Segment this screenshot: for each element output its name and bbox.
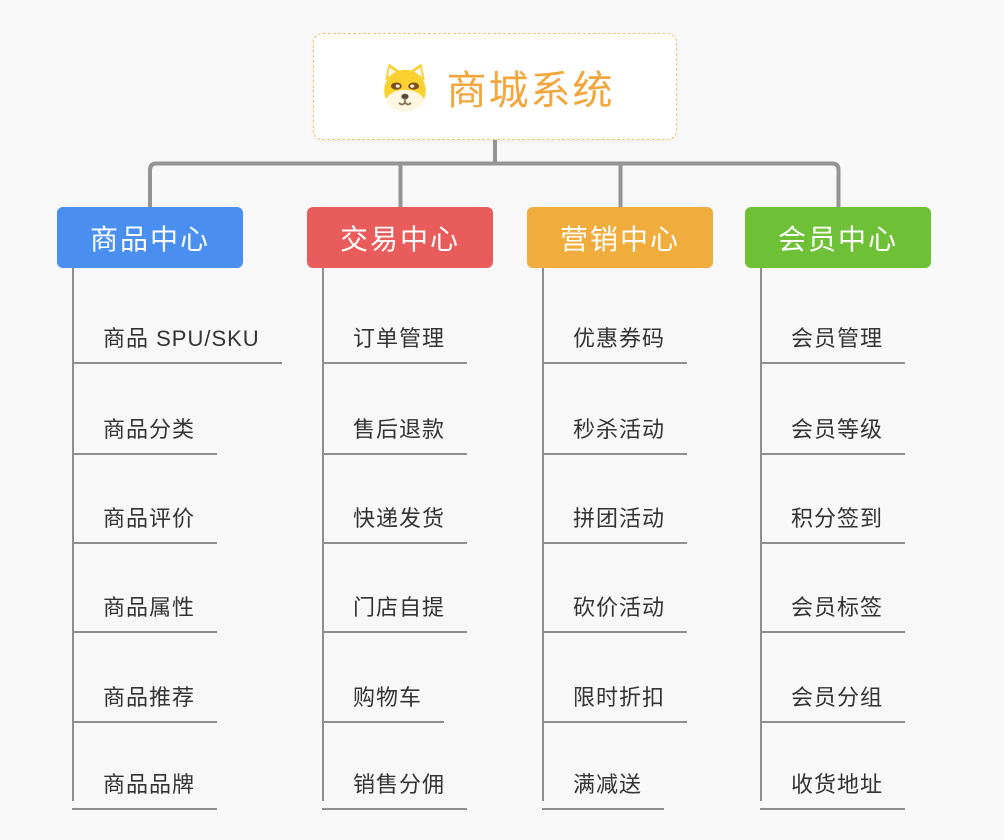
leaf-node[interactable]: 会员标签 bbox=[760, 578, 906, 633]
branch-box-product-center[interactable]: 商品中心 bbox=[57, 207, 243, 268]
branch-trunk-line bbox=[542, 268, 544, 801]
branch-marketing-center: 营销中心 优惠券码 秒杀活动 拼团活动 砍价活动 限时折扣 满减送 bbox=[527, 207, 777, 810]
leaf-node[interactable]: 订单管理 bbox=[322, 309, 468, 364]
root-node[interactable]: 商城系统 bbox=[313, 33, 677, 140]
leaf-node[interactable]: 商品属性 bbox=[72, 578, 218, 633]
branch-trunk-line bbox=[760, 268, 762, 801]
leaf-node[interactable]: 会员管理 bbox=[760, 309, 906, 364]
leaf-node[interactable]: 优惠券码 bbox=[542, 309, 688, 364]
leaf-node[interactable]: 售后退款 bbox=[322, 400, 468, 455]
leaf-node[interactable]: 门店自提 bbox=[322, 578, 468, 633]
leaf-node[interactable]: 限时折扣 bbox=[542, 668, 688, 723]
leaf-node[interactable]: 销售分佣 bbox=[322, 755, 468, 810]
branch-box-member-center[interactable]: 会员中心 bbox=[745, 207, 931, 268]
leaf-node[interactable]: 商品评价 bbox=[72, 489, 218, 544]
leaf-node[interactable]: 会员分组 bbox=[760, 668, 906, 723]
leaf-node[interactable]: 商品品牌 bbox=[72, 755, 218, 810]
leaf-node[interactable]: 商品 SPU/SKU bbox=[72, 309, 282, 364]
branch-box-trade-center[interactable]: 交易中心 bbox=[307, 207, 493, 268]
root-title: 商城系统 bbox=[446, 68, 615, 113]
leaf-node[interactable]: 会员等级 bbox=[760, 400, 906, 455]
leaf-node[interactable]: 满减送 bbox=[542, 755, 665, 810]
branch-trade-center: 交易中心 订单管理 售后退款 快递发货 门店自提 购物车 销售分佣 bbox=[307, 207, 557, 810]
branch-product-center: 商品中心 商品 SPU/SKU 商品分类 商品评价 商品属性 商品推荐 商品品牌 bbox=[57, 207, 307, 810]
leaf-node[interactable]: 积分签到 bbox=[760, 489, 906, 544]
leaf-node[interactable]: 砍价活动 bbox=[542, 578, 688, 633]
branch-trunk-line bbox=[72, 268, 74, 801]
leaf-node[interactable]: 收货地址 bbox=[760, 755, 906, 810]
leaf-node[interactable]: 秒杀活动 bbox=[542, 400, 688, 455]
leaf-node[interactable]: 购物车 bbox=[322, 668, 445, 723]
branch-member-center: 会员中心 会员管理 会员等级 积分签到 会员标签 会员分组 收货地址 bbox=[745, 207, 995, 810]
leaf-node[interactable]: 商品推荐 bbox=[72, 668, 218, 723]
leaf-node[interactable]: 快递发货 bbox=[322, 489, 468, 544]
branch-box-marketing-center[interactable]: 营销中心 bbox=[527, 207, 713, 268]
leaf-node[interactable]: 商品分类 bbox=[72, 400, 218, 455]
leaf-node[interactable]: 拼团活动 bbox=[542, 489, 688, 544]
branch-trunk-line bbox=[322, 268, 324, 801]
shiba-dog-icon bbox=[383, 62, 426, 111]
